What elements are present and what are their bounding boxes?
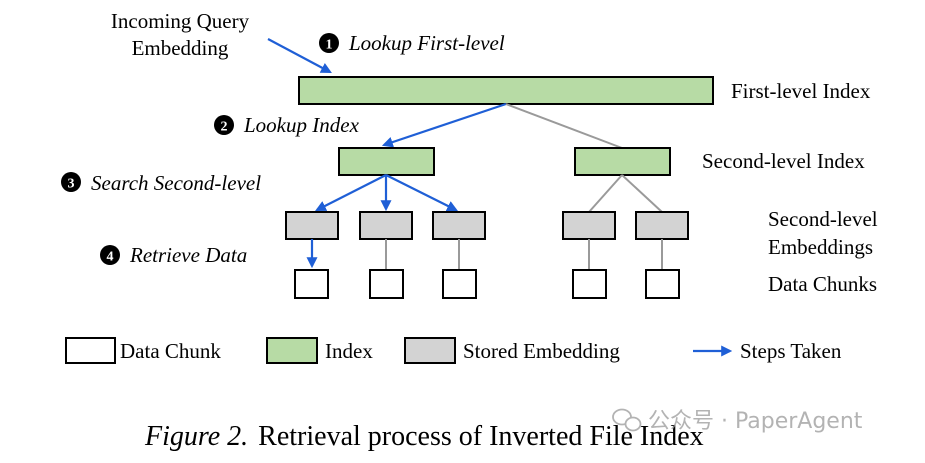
- right-index-to-emb5-connector: [621, 174, 663, 213]
- data-chunk-3: [442, 269, 477, 299]
- step-1-label: Lookup First-level: [348, 31, 505, 55]
- svg-text:1: 1: [326, 38, 333, 53]
- legend-stored-embedding-label: Stored Embedding: [463, 339, 620, 363]
- incoming-query-arrow: [267, 38, 332, 74]
- wechat-icon: [612, 408, 642, 432]
- step-4-marker: 4: [100, 245, 120, 265]
- second-level-index-right: [574, 147, 671, 176]
- first-level-index-label: First-level Index: [731, 79, 871, 103]
- second-level-index-label: Second-level Index: [702, 149, 865, 173]
- incoming-query-label-line1: Incoming Query: [111, 9, 250, 33]
- left-index-to-emb3-arrow: [385, 174, 458, 211]
- watermark-text: 公众号 · PaperAgent: [648, 409, 863, 434]
- data-chunk-4: [572, 269, 607, 299]
- data-chunk-5: [645, 269, 680, 299]
- figure-caption-prefix: Figure 2.: [144, 421, 248, 452]
- legend-stored-embedding-swatch: [404, 337, 456, 364]
- data-chunk-1: [294, 269, 329, 299]
- stored-embedding-5: [635, 211, 689, 240]
- svg-text:3: 3: [68, 177, 75, 192]
- step-3-marker: 3: [61, 172, 81, 192]
- legend: Data Chunk Index Stored Embedding Steps …: [65, 337, 842, 364]
- legend-index-label: Index: [325, 339, 373, 363]
- legend-steps-label: Steps Taken: [740, 339, 842, 363]
- step-4-label: Retrieve Data: [129, 243, 247, 267]
- second-level-index-left: [338, 147, 435, 176]
- stored-embedding-3: [432, 211, 486, 240]
- svg-text:2: 2: [221, 120, 228, 135]
- figure-caption: Figure 2.Retrieval process of Inverted F…: [144, 421, 704, 452]
- legend-data-chunk-swatch: [65, 337, 116, 364]
- second-level-embeddings-label-line2: Embeddings: [768, 235, 873, 259]
- legend-index-swatch: [266, 337, 318, 364]
- stored-embedding-2: [359, 211, 413, 240]
- watermark: 公众号 · PaperAgent: [612, 408, 863, 434]
- step-3-label: Search Second-level: [91, 171, 261, 195]
- first-to-right-index-connector: [505, 103, 623, 149]
- stored-embedding-1: [285, 211, 339, 240]
- incoming-query-label-line2: Embedding: [132, 36, 229, 60]
- left-index-to-emb1-arrow: [315, 174, 387, 211]
- stored-embedding-4: [562, 211, 616, 240]
- data-chunks-label: Data Chunks: [768, 272, 877, 296]
- first-level-index-box: [298, 76, 714, 105]
- second-level-embeddings-label-line1: Second-level: [768, 207, 878, 231]
- svg-text:4: 4: [107, 250, 114, 265]
- legend-data-chunk-label: Data Chunk: [120, 339, 221, 363]
- right-index-to-emb4-connector: [588, 174, 623, 213]
- step-1-marker: 1: [319, 33, 339, 53]
- step-2-marker: 2: [214, 115, 234, 135]
- step-2-label: Lookup Index: [243, 113, 360, 137]
- first-to-left-index-arrow: [381, 102, 507, 148]
- data-chunk-2: [369, 269, 404, 299]
